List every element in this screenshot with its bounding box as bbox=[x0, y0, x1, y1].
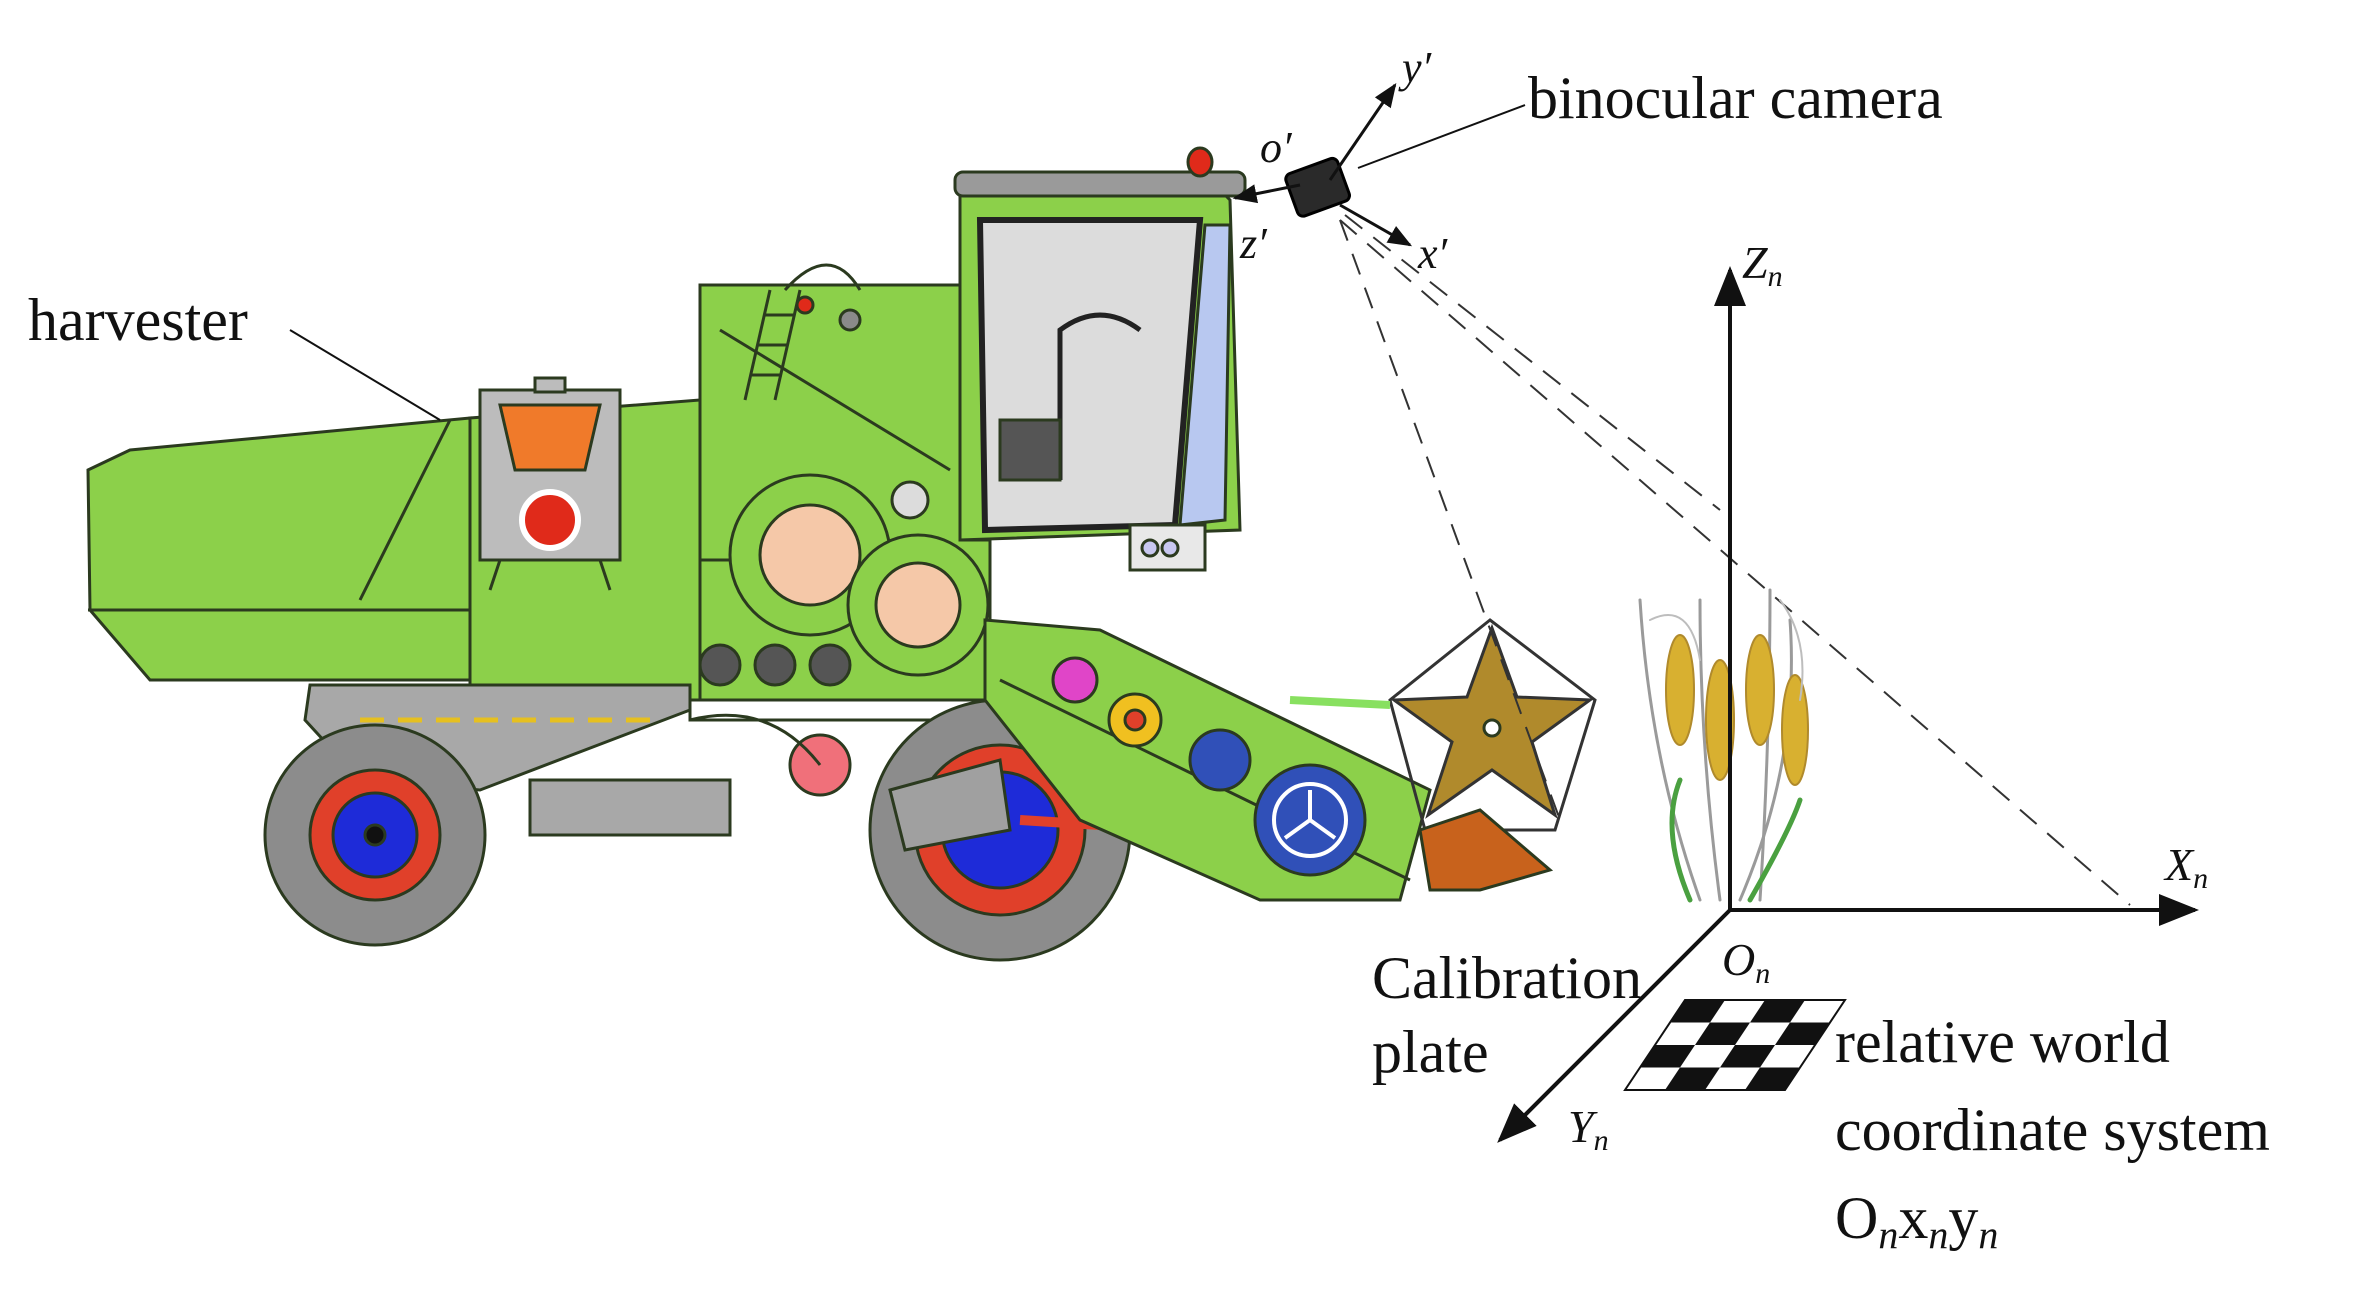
world-axis-x-label: Xn bbox=[2163, 839, 2208, 895]
world-system-label-line1: relative world bbox=[1835, 1009, 2170, 1075]
grain-tank bbox=[86, 416, 472, 682]
binocular-camera-label: binocular camera bbox=[1528, 65, 1943, 131]
world-axis-y-label: Yn bbox=[1568, 1101, 1609, 1157]
harvester-leader-line bbox=[289, 329, 441, 421]
camera-field-of-view bbox=[1339, 214, 2131, 906]
camera-axis-z-label: z′ bbox=[1239, 219, 1268, 268]
crop-divider bbox=[1418, 808, 1554, 892]
camera-leader-line bbox=[1357, 104, 1526, 169]
world-system-label-line2: coordinate system bbox=[1835, 1097, 2270, 1163]
world-system-symbol: Onxnyn bbox=[1835, 1185, 1998, 1257]
camera-axis-y-label: y′ bbox=[1398, 43, 1433, 92]
wheat-icon bbox=[1638, 588, 1809, 903]
camera-origin-label: o′ bbox=[1260, 123, 1293, 172]
world-axis-y bbox=[1497, 908, 1732, 1143]
checkerboard-icon bbox=[1623, 999, 1847, 1091]
front-wheel bbox=[868, 698, 1181, 962]
camera-axis-x bbox=[1339, 203, 1413, 247]
camera-axis-z bbox=[1232, 183, 1301, 204]
threshing-rotors bbox=[698, 473, 990, 687]
harvester bbox=[86, 146, 1597, 962]
cab bbox=[953, 170, 1247, 572]
harvester-label: harvester bbox=[28, 287, 248, 353]
calibration-plate-label-line1: Calibration bbox=[1372, 945, 1642, 1011]
ladder bbox=[743, 263, 862, 401]
world-axis-z-label: Zn bbox=[1742, 237, 1783, 293]
camera-axis-x-label: x′ bbox=[1417, 229, 1449, 278]
world-origin-label: On bbox=[1722, 934, 1770, 990]
rear-wheel bbox=[263, 723, 487, 947]
calibration-plate-label-line2: plate bbox=[1372, 1019, 1489, 1085]
engine bbox=[478, 376, 622, 591]
camera-axis-y bbox=[1328, 83, 1397, 181]
beacon-light-icon bbox=[1186, 146, 1214, 178]
